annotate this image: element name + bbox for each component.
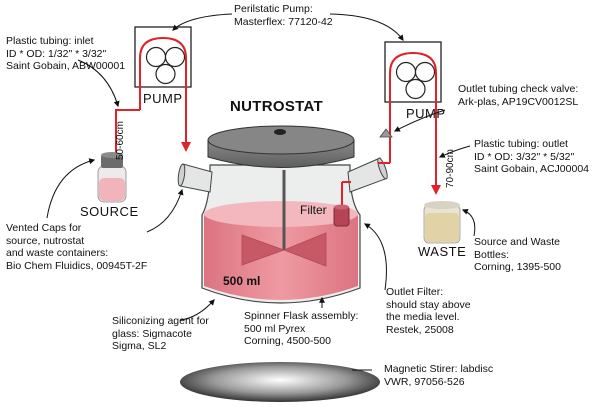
filter-label: Filter	[300, 203, 327, 217]
waste-label: WASTE	[418, 244, 467, 259]
arrow-pump-right	[329, 13, 404, 41]
annotation-outlet-filter: Outlet Filter: should stay above the med…	[386, 286, 471, 336]
tube-length-right: 70-90cm	[445, 149, 456, 188]
annotation-spinner-flask: Spinner Flask assembly: 500 ml Pyrex Cor…	[244, 310, 359, 347]
arrow-caps-flask	[146, 188, 184, 233]
waste-bottle	[423, 201, 461, 244]
arrow-tubing-outlet	[438, 145, 471, 158]
annotation-stirrer: Magnetic Stirer: labdisc VWR, 97056-526	[384, 363, 494, 388]
annotation-pump: Perilstatic Pump: Masterflex: 77120-42	[234, 3, 333, 28]
flask-lid	[207, 125, 355, 168]
source-bottle	[97, 152, 127, 203]
arrow-siliconizing	[179, 299, 215, 321]
inlet-tubing	[115, 109, 140, 162]
outlet-filter	[333, 181, 351, 227]
pump-right	[384, 41, 442, 195]
arrow-outlet-filter	[363, 223, 387, 291]
check-valve-icon	[379, 128, 393, 138]
annotation-bottles: Source and Waste Bottles: Corning, 1395-…	[474, 236, 561, 273]
pump-left	[134, 26, 192, 152]
arrow-pump-left	[172, 13, 233, 31]
tube-length-left: 50-60cm	[115, 121, 126, 160]
volume-label: 500 ml	[223, 274, 261, 288]
annotation-tubing-outlet: Plastic tubing: outlet ID * OD: 3/32" * …	[474, 138, 589, 175]
pump-left-label: PUMP	[143, 91, 183, 106]
stir-paddle	[241, 170, 327, 267]
arrow-check-valve	[393, 109, 446, 132]
annotation-siliconizing: Siliconizing agent for glass: Sigmacote …	[112, 315, 209, 352]
source-label: SOURCE	[80, 204, 139, 219]
pump-right-label: PUMP	[406, 106, 446, 121]
annotation-vented-caps: Vented Caps for source, nutrostat and wa…	[6, 222, 148, 272]
magnetic-stirrer	[180, 362, 380, 402]
arrow-tubing-inlet	[77, 59, 120, 108]
arrow-caps-source	[46, 158, 96, 219]
annotation-tubing-inlet: Plastic tubing: inlet ID * OD: 1/32" * 3…	[6, 35, 126, 72]
arrow-bottles	[461, 209, 476, 237]
page-title: NUTROSTAT	[230, 98, 323, 115]
annotation-check-valve: Outlet tubing check valve: Ark-plas, AP1…	[458, 83, 579, 108]
